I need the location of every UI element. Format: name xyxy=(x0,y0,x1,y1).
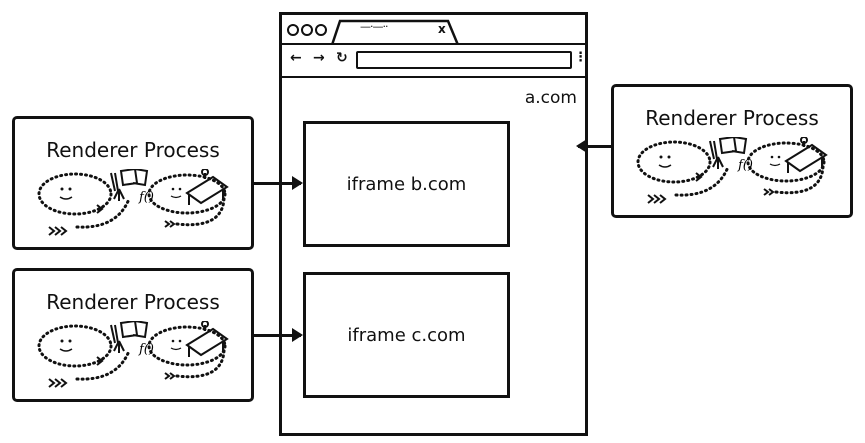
renderer-illustration: f() xyxy=(37,319,237,395)
tab-close-icon[interactable]: x xyxy=(438,22,446,36)
renderer-title: Renderer Process xyxy=(46,138,220,162)
window-control-close[interactable] xyxy=(287,24,299,36)
menu-icon[interactable]: ⋮ xyxy=(574,50,587,65)
iframe-c-label: iframe c.com xyxy=(347,324,466,346)
renderer-illustration: f() xyxy=(636,135,836,211)
forward-icon[interactable]: → xyxy=(313,50,325,66)
renderer-title: Renderer Process xyxy=(46,290,220,314)
back-icon[interactable]: ← xyxy=(290,50,302,66)
svg-text:f(): f() xyxy=(737,158,753,173)
arrow-renderer-to-iframe-b xyxy=(253,176,303,190)
page-domain: a.com xyxy=(524,88,577,108)
arrow-renderer-to-iframe-c xyxy=(253,328,303,342)
browser-window: —·—·· x ← → ↻ ⋮ a.com iframe b.com ifram… xyxy=(279,12,588,436)
renderer-illustration: f() xyxy=(37,167,237,243)
toolbar: ← → ↻ ⋮ xyxy=(282,45,587,78)
browser-tab[interactable] xyxy=(330,19,470,45)
window-control-minimize[interactable] xyxy=(301,24,313,36)
window-control-maximize[interactable] xyxy=(315,24,327,36)
svg-text:f(): f() xyxy=(138,190,154,205)
renderer-process-b: Renderer Process f() xyxy=(12,116,254,250)
renderer-process-a: Renderer Process f() xyxy=(611,84,853,218)
arrow-renderer-to-main-frame xyxy=(576,139,611,153)
renderer-process-c: Renderer Process f() xyxy=(12,268,254,402)
svg-text:f(): f() xyxy=(138,342,154,357)
iframe-b-label: iframe b.com xyxy=(346,173,467,195)
tab-bar: —·—·· x xyxy=(282,15,585,45)
tab-title: —·—·· xyxy=(360,20,388,33)
iframe-c: iframe c.com xyxy=(303,272,510,398)
renderer-title: Renderer Process xyxy=(645,106,819,130)
address-bar[interactable] xyxy=(356,51,572,69)
iframe-b: iframe b.com xyxy=(303,121,510,247)
reload-icon[interactable]: ↻ xyxy=(336,50,348,66)
